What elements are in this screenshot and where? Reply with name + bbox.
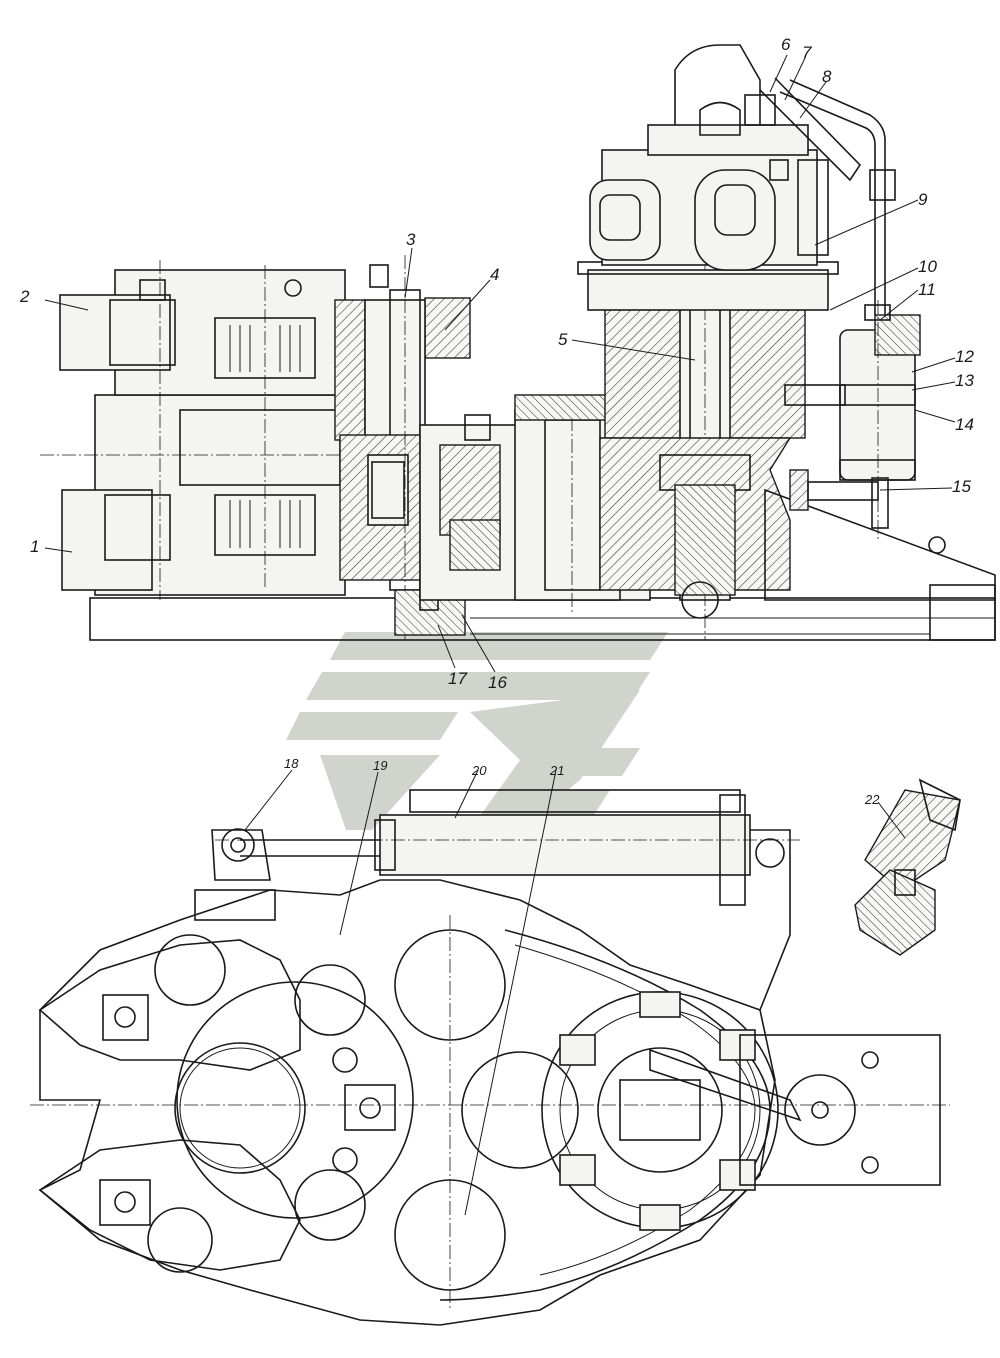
callout-19: 19 — [373, 758, 387, 773]
leader-lines — [44, 54, 956, 1216]
logo-watermark — [286, 632, 668, 842]
callout-6: 6 — [781, 35, 791, 54]
callout-22: 22 — [864, 792, 880, 807]
callout-13: 13 — [955, 371, 974, 390]
callout-21: 21 — [549, 763, 564, 778]
callout-18: 18 — [284, 756, 299, 771]
callout-8: 8 — [822, 67, 832, 86]
callout-2: 2 — [19, 287, 30, 306]
callout-4: 4 — [490, 265, 499, 284]
callout-9: 9 — [918, 190, 928, 209]
callout-11: 11 — [918, 280, 936, 299]
callout-1: 1 — [30, 537, 39, 556]
callout-7: 7 — [802, 43, 812, 62]
callout-16: 16 — [488, 673, 507, 692]
callout-12: 12 — [955, 347, 974, 366]
callout-3: 3 — [406, 230, 416, 249]
callout-15: 15 — [952, 477, 971, 496]
detail-view — [854, 778, 961, 956]
callout-5: 5 — [558, 330, 568, 349]
callout-14: 14 — [955, 415, 974, 434]
sectional-view — [40, 44, 996, 641]
callout-17: 17 — [448, 669, 467, 688]
callout-labels: 1 2 3 4 5 6 7 8 9 10 11 12 13 14 15 16 1… — [19, 35, 974, 807]
plan-view — [30, 789, 950, 1326]
callout-10: 10 — [918, 257, 937, 276]
callout-20: 20 — [471, 763, 487, 778]
